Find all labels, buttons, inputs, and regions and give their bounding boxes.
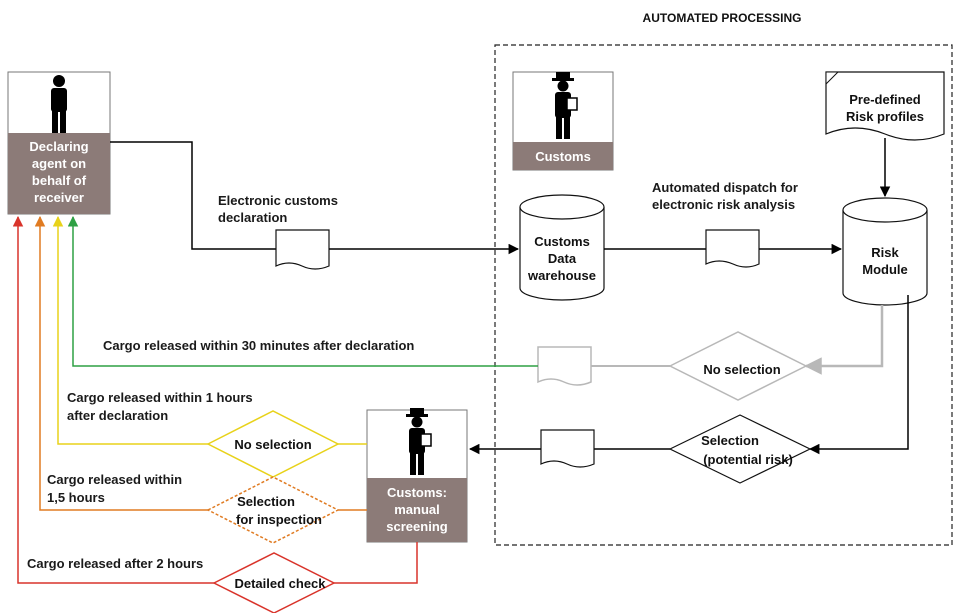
diagram-title: AUTOMATED PROCESSING bbox=[643, 11, 802, 25]
risk-profiles-line-1: Pre-defined bbox=[849, 92, 921, 107]
released-15h-line-1: Cargo released within bbox=[47, 472, 182, 487]
risk-module: Risk Module bbox=[842, 197, 928, 306]
declaration-label-line-2: declaration bbox=[218, 210, 287, 225]
release-document-icon bbox=[537, 346, 592, 386]
manual-to-detailed-check-line bbox=[334, 542, 418, 584]
manual-label-line-1: Customs: bbox=[387, 485, 447, 500]
released-1h-line-2: after declaration bbox=[67, 408, 168, 423]
selection-risk-line-1: Selection bbox=[701, 433, 759, 448]
module-to-no-selection-line bbox=[804, 305, 884, 375]
no-selection-manual-label: No selection bbox=[234, 437, 311, 452]
module-to-selection-line bbox=[808, 295, 909, 455]
no-selection-auto-decision: No selection bbox=[668, 331, 808, 401]
manual-label-line-3: screening bbox=[386, 519, 447, 534]
selection-inspection-line-2: for inspection bbox=[236, 512, 322, 527]
risk-module-line-2: Module bbox=[862, 262, 908, 277]
risk-profiles-document: Pre-defined Risk profiles bbox=[825, 71, 945, 141]
agent-label-line-3: behalf of bbox=[32, 173, 87, 188]
inspection-document-icon bbox=[540, 429, 595, 468]
no-selection-manual-decision: No selection bbox=[206, 410, 340, 478]
risk-profiles-line-2: Risk profiles bbox=[846, 109, 924, 124]
declaration-flow-line bbox=[110, 141, 276, 250]
warehouse-line-1: Customs bbox=[534, 234, 590, 249]
dispatch-label-line-2: electronic risk analysis bbox=[652, 197, 795, 212]
manual-screening-actor: Customs: manual screening bbox=[366, 407, 468, 543]
release-1-5-hour-path bbox=[34, 215, 208, 511]
declaration-document-icon bbox=[275, 229, 330, 270]
dispatch-document-icon bbox=[705, 229, 760, 268]
manual-label-line-2: manual bbox=[394, 502, 440, 517]
declaration-label-line-1: Electronic customs bbox=[218, 193, 338, 208]
selection-inspection-line-1: Selection bbox=[237, 494, 295, 509]
warehouse-line-3: warehouse bbox=[527, 268, 596, 283]
release-30-min-path bbox=[67, 215, 538, 367]
declaring-agent-actor: Declaring agent on behalf of receiver bbox=[7, 71, 111, 215]
detailed-check-label: Detailed check bbox=[234, 576, 326, 591]
release-1-hour-path bbox=[52, 215, 208, 445]
customs-label: Customs bbox=[535, 149, 591, 164]
agent-label-line-2: agent on bbox=[32, 156, 86, 171]
warehouse-line-2: Data bbox=[548, 251, 577, 266]
agent-label-line-4: receiver bbox=[34, 190, 84, 205]
risk-module-line-1: Risk bbox=[871, 245, 899, 260]
release-2-hour-path bbox=[12, 215, 214, 584]
released-15h-line-2: 1,5 hours bbox=[47, 490, 105, 505]
released-1h-line-1: Cargo released within 1 hours bbox=[67, 390, 253, 405]
automated-processing-region bbox=[494, 44, 953, 546]
customs-actor: Customs bbox=[512, 71, 614, 171]
no-selection-auto-label: No selection bbox=[703, 362, 780, 377]
customs-data-warehouse: Customs Data warehouse bbox=[519, 194, 605, 301]
detailed-check-decision: Detailed check bbox=[212, 552, 336, 613]
selection-risk-decision: Selection (potential risk) bbox=[668, 414, 812, 484]
dispatch-label-line-1: Automated dispatch for bbox=[652, 180, 798, 195]
agent-label-line-1: Declaring bbox=[29, 139, 88, 154]
released-30-label: Cargo released within 30 minutes after d… bbox=[103, 338, 414, 353]
selection-inspection-decision: Selection for inspection bbox=[206, 476, 340, 544]
released-2h-label: Cargo released after 2 hours bbox=[27, 556, 203, 571]
selection-risk-line-2: (potential risk) bbox=[703, 452, 793, 467]
